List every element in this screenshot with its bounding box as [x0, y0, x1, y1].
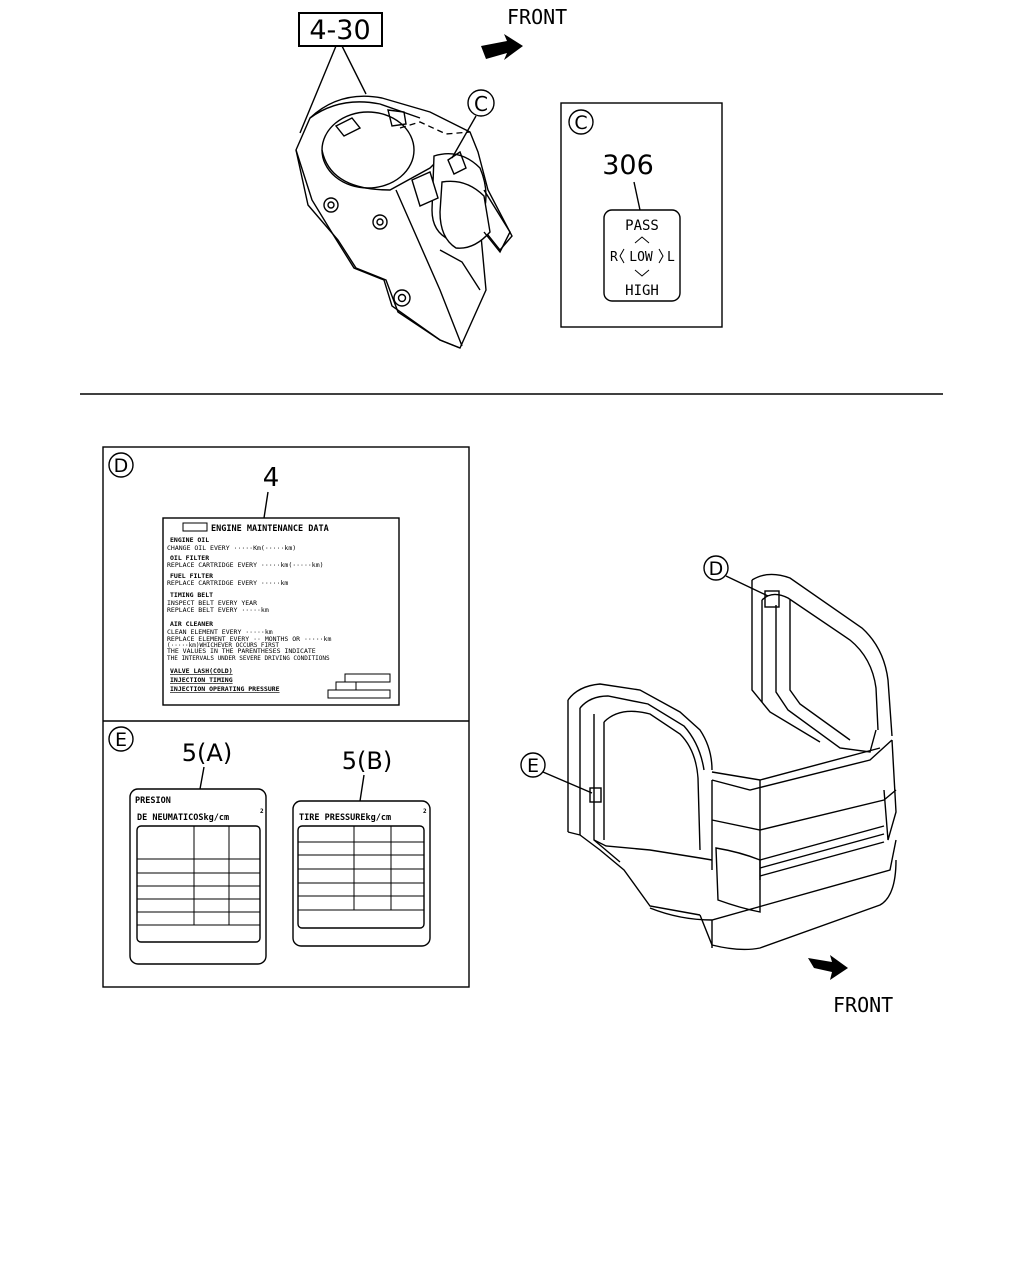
- svg-text:VALVE LASH(COLD): VALVE LASH(COLD): [170, 667, 233, 675]
- svg-text:TIRE PRESSUREkg/cm: TIRE PRESSUREkg/cm: [299, 813, 391, 823]
- callout-d: D: [703, 555, 769, 597]
- detail-box-c: C 306 PASS R LOW L HIGH: [560, 102, 723, 328]
- value-box: [335, 681, 357, 691]
- value-box: [344, 673, 391, 683]
- box-e-letter: E: [115, 729, 127, 751]
- svg-text:CHANGE OIL EVERY ·····Km(·····: CHANGE OIL EVERY ·····Km(·····km): [167, 544, 296, 552]
- leader-line: [299, 45, 337, 134]
- svg-text:THE INTERVALS UNDER SEVERE DRI: THE INTERVALS UNDER SEVERE DRIVING CONDI…: [167, 655, 330, 662]
- svg-text:CLEAN ELEMENT EVERY ·····km: CLEAN ELEMENT EVERY ·····km: [167, 628, 273, 636]
- svg-text:FUEL FILTER: FUEL FILTER: [170, 572, 213, 580]
- label-low: LOW: [629, 250, 653, 265]
- callout-e: E: [520, 752, 593, 794]
- label-pass: PASS: [625, 218, 659, 234]
- combination-switch-drawing: [295, 95, 513, 349]
- front-arrow-bottom-icon: [808, 955, 848, 980]
- maintenance-lines: ENGINE OIL CHANGE OIL EVERY ·····Km(····…: [167, 536, 331, 693]
- svg-text:DE NEUMATICOSkg/cm: DE NEUMATICOSkg/cm: [137, 813, 229, 823]
- front-arrow-top-icon: [481, 34, 523, 60]
- label-5a-part-no: 5(A): [182, 739, 232, 767]
- maintenance-data-label: [162, 517, 400, 706]
- label-location-e: [589, 787, 602, 803]
- part-ref-box: 4-30: [298, 12, 383, 47]
- svg-text:REPLACE CARTRIDGE EVERY ·····k: REPLACE CARTRIDGE EVERY ·····km(·····km): [167, 561, 324, 569]
- svg-text:ENGINE OIL: ENGINE OIL: [170, 536, 209, 544]
- pressure-table-b: [297, 825, 425, 929]
- tire-pressure-label-english: [292, 800, 431, 947]
- callout-c: C: [451, 89, 495, 159]
- detail-box-de: [102, 446, 470, 988]
- svg-text:REPLACE ELEMENT EVERY ·· MONTH: REPLACE ELEMENT EVERY ·· MONTHS OR ·····…: [167, 635, 331, 643]
- svg-text:INJECTION TIMING: INJECTION TIMING: [170, 676, 233, 684]
- box-d-part-no: 4: [263, 463, 280, 493]
- svg-text:INSPECT BELT EVERY YEAR: INSPECT BELT EVERY YEAR: [167, 599, 257, 607]
- svg-text:D: D: [709, 558, 724, 580]
- front-label-top: FRONT: [507, 5, 567, 29]
- box-c-part-no: 306: [602, 150, 654, 181]
- svg-text:AIR CLEANER: AIR CLEANER: [170, 620, 213, 628]
- label-r: R: [610, 250, 618, 265]
- svg-text:2: 2: [423, 808, 427, 815]
- leader-line: [341, 45, 367, 95]
- cab-drawing: [567, 573, 897, 951]
- detail-box-d: D 4 ENGINE MAINTENANCE DATA ENGINE OIL C…: [108, 452, 400, 706]
- svg-text:INJECTION OPERATING PRESSURE: INJECTION OPERATING PRESSURE: [170, 685, 280, 693]
- detail-box-e: E 5(A) PRESION DE NEUMATICOSkg/cm 2 5(B)…: [108, 726, 431, 965]
- front-label-bottom: FRONT: [833, 993, 893, 1017]
- svg-text:E: E: [527, 755, 539, 777]
- maintenance-title: ENGINE MAINTENANCE DATA: [211, 524, 329, 534]
- tire-pressure-label-spanish: [129, 788, 267, 965]
- part-ref-text: 4-30: [309, 15, 370, 46]
- box-c-letter: C: [574, 112, 587, 134]
- box-d-letter: D: [114, 455, 129, 477]
- svg-text:PRESION: PRESION: [135, 796, 171, 806]
- svg-text:OIL FILTER: OIL FILTER: [170, 554, 209, 562]
- svg-text:THE VALUES IN THE PARENTHESES: THE VALUES IN THE PARENTHESES INDICATE: [167, 647, 316, 655]
- svg-text:TIMING BELT: TIMING BELT: [170, 591, 213, 599]
- svg-text:C: C: [474, 92, 488, 116]
- value-box: [327, 689, 391, 699]
- svg-text:(·····km)WHICHEVER OCCURS FIRS: (·····km)WHICHEVER OCCURS FIRST: [167, 642, 279, 649]
- pressure-table-a: [136, 825, 261, 943]
- svg-text:REPLACE CARTRIDGE EVERY ·····k: REPLACE CARTRIDGE EVERY ·····km: [167, 579, 288, 587]
- label-5b-part-no: 5(B): [342, 747, 392, 775]
- svg-text:2: 2: [260, 808, 264, 815]
- label-l: L: [667, 250, 675, 265]
- label-high: HIGH: [625, 283, 659, 299]
- svg-text:REPLACE BELT EVERY ·····km: REPLACE BELT EVERY ·····km: [167, 606, 269, 614]
- label-location-d: [764, 590, 780, 608]
